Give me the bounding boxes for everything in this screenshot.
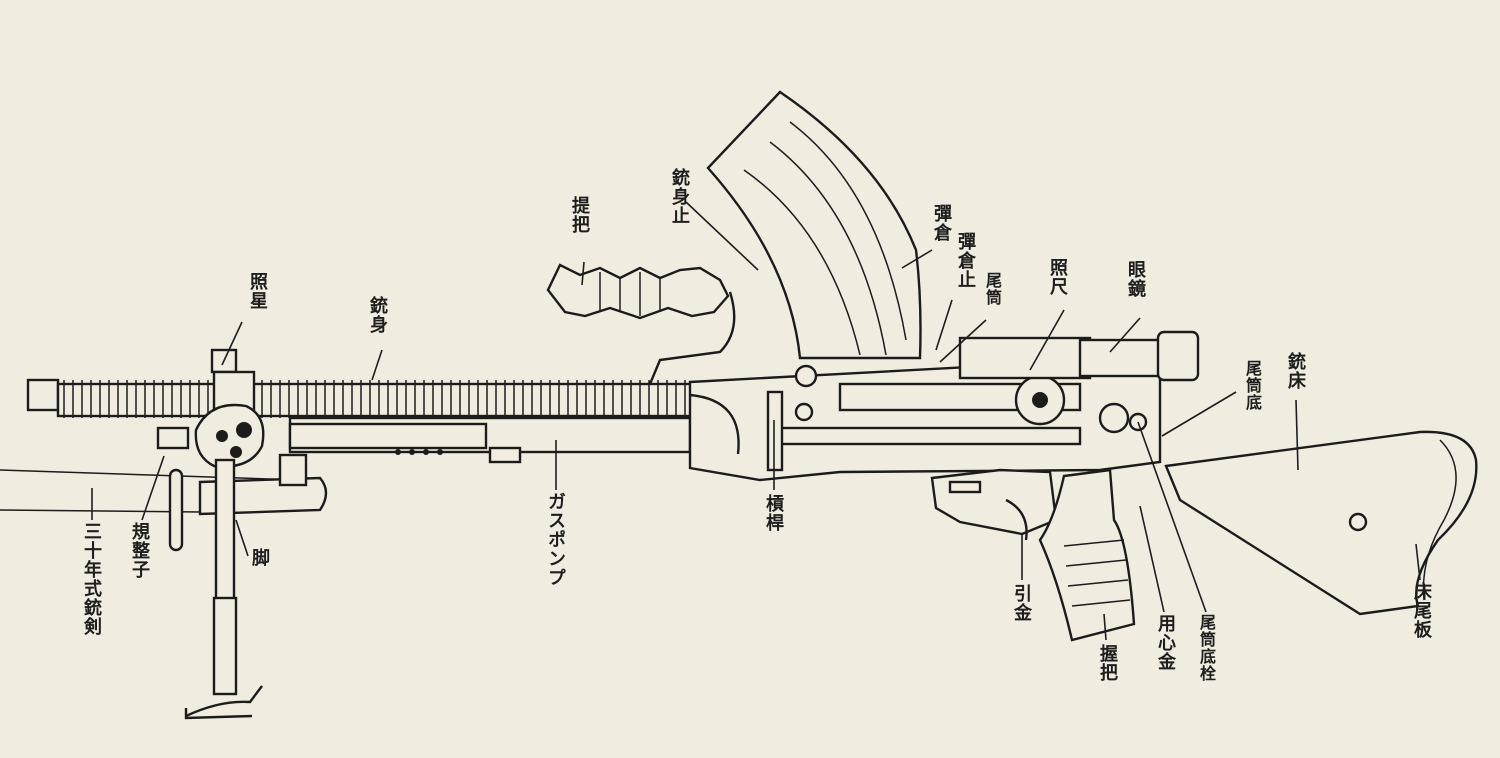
label-magazine-catch: 彈倉止 <box>955 232 976 289</box>
carry-handle-shape <box>546 263 736 385</box>
label-grip: 握把 <box>1097 644 1118 682</box>
label-bayonet: 三十年式銃剣 <box>81 522 102 636</box>
label-stock: 銃床 <box>1285 352 1306 390</box>
label-receiver: 尾筒 <box>983 272 1002 306</box>
bipod-shape <box>168 458 263 720</box>
magazine-shape <box>706 90 922 360</box>
scope-shape <box>1078 330 1200 382</box>
label-gas-cylinder: ガスポンプ <box>545 492 566 587</box>
barrel-shape <box>26 378 700 418</box>
label-front-sight: 照星 <box>247 272 268 310</box>
label-butt-plate-receiver: 尾筒底 <box>1243 360 1262 411</box>
bayonet-shape <box>0 469 328 516</box>
label-butt-plate: 床尾板 <box>1411 582 1432 639</box>
label-trigger-guard: 用心金 <box>1155 614 1176 671</box>
label-carry-handle: 提把 <box>569 196 590 234</box>
label-rear-sight: 照尺 <box>1047 258 1068 296</box>
label-barrel: 銃身 <box>367 296 388 334</box>
label-bipod: 脚 <box>249 548 270 567</box>
label-magazine: 彈倉 <box>931 204 952 242</box>
label-trigger: 引金 <box>1011 584 1032 622</box>
label-cocking-handle: 槓桿 <box>763 494 784 532</box>
leader-lines <box>91 201 1421 641</box>
label-scope: 眼鏡 <box>1125 260 1146 298</box>
label-bayonet-mount: 規整子 <box>129 522 150 579</box>
label-receiver-end-pin: 尾筒底栓 <box>1197 614 1216 682</box>
gas-cylinder-shape <box>156 416 692 487</box>
stock-shape <box>1164 430 1478 616</box>
trigger-grip-shape <box>930 468 1136 642</box>
front-sight-shape <box>194 348 265 468</box>
label-barrel-lock: 銃身止 <box>669 168 690 225</box>
receiver-shape <box>688 336 1162 482</box>
